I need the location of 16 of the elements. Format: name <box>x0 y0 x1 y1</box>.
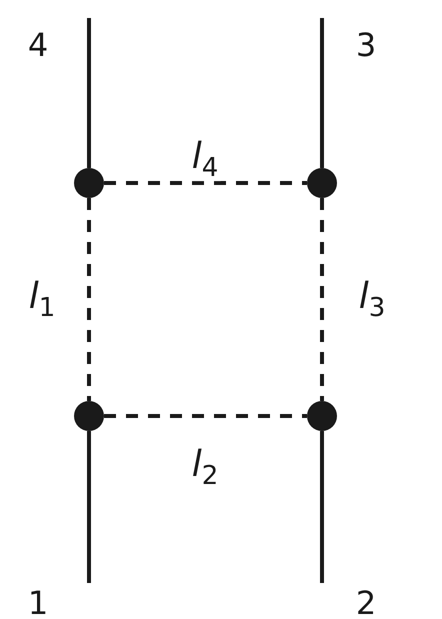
line <box>87 431 91 583</box>
vertex-dot <box>307 401 337 431</box>
vertex-dot <box>74 401 104 431</box>
dashed-line <box>104 181 307 185</box>
vertex-dot <box>307 168 337 198</box>
dashed-line <box>104 414 307 418</box>
leg-number: 2 <box>356 587 376 619</box>
line <box>320 18 324 168</box>
dashed-line <box>87 198 91 401</box>
leg-number: 4 <box>28 29 48 61</box>
line <box>87 18 91 168</box>
vertex-dot <box>74 168 104 198</box>
leg-number: 1 <box>28 587 48 619</box>
line <box>320 431 324 583</box>
leg-number: 3 <box>356 29 376 61</box>
dashed-line <box>320 198 324 401</box>
